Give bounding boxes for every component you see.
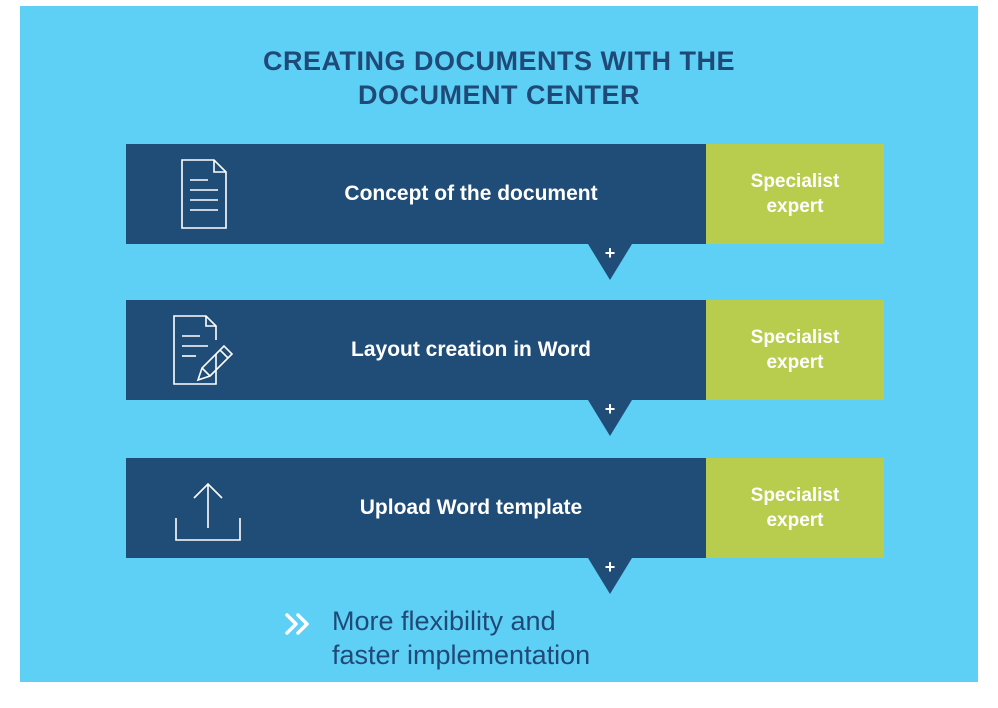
title-line-1: CREATING DOCUMENTS WITH THE [263, 46, 735, 76]
step-box: Upload Word template [126, 458, 706, 558]
step-label: Upload Word template [359, 496, 583, 519]
double-chevron-right-icon [285, 613, 309, 635]
step-box: Layout creation in Word [126, 300, 706, 400]
down-arrow [588, 400, 632, 436]
role-box: Specialist expert [706, 300, 884, 400]
conclusion-line-2: faster implementation [332, 640, 591, 670]
diagram-panel: CREATING DOCUMENTS WITH THE DOCUMENT CEN… [20, 6, 978, 682]
down-arrow [588, 558, 632, 594]
role-box: Specialist expert [706, 144, 884, 244]
role-line-2: expert [766, 510, 824, 531]
title-line-2: DOCUMENT CENTER [358, 80, 640, 110]
document-edit-icon [173, 315, 234, 385]
step-label: Layout creation in Word [351, 338, 591, 361]
role-box: Specialist expert [706, 458, 884, 558]
diagram-title: CREATING DOCUMENTS WITH THE DOCUMENT CEN… [20, 44, 978, 112]
step-concept: Concept of the document Specialist exper… [126, 144, 884, 280]
upload-icon [175, 482, 241, 541]
step-label: Concept of the document [344, 182, 598, 205]
role-line-2: expert [766, 352, 824, 373]
step-box: Concept of the document [126, 144, 706, 244]
down-arrow [588, 244, 632, 280]
role-line-1: Specialist [750, 485, 840, 506]
role-line-1: Specialist [750, 171, 840, 192]
step-layout: Layout creation in Word Specialist exper… [126, 300, 884, 436]
document-icon [181, 159, 227, 229]
plus-connector: + [604, 243, 616, 263]
conclusion-line-1: More flexibility and [332, 606, 556, 636]
role-line-1: Specialist [750, 327, 840, 348]
role-line-2: expert [766, 196, 824, 217]
plus-connector: + [604, 557, 616, 577]
step-upload: Upload Word template Specialist expert + [126, 458, 884, 594]
plus-connector: + [604, 399, 616, 419]
conclusion-text: More flexibility and faster implementati… [332, 604, 732, 672]
